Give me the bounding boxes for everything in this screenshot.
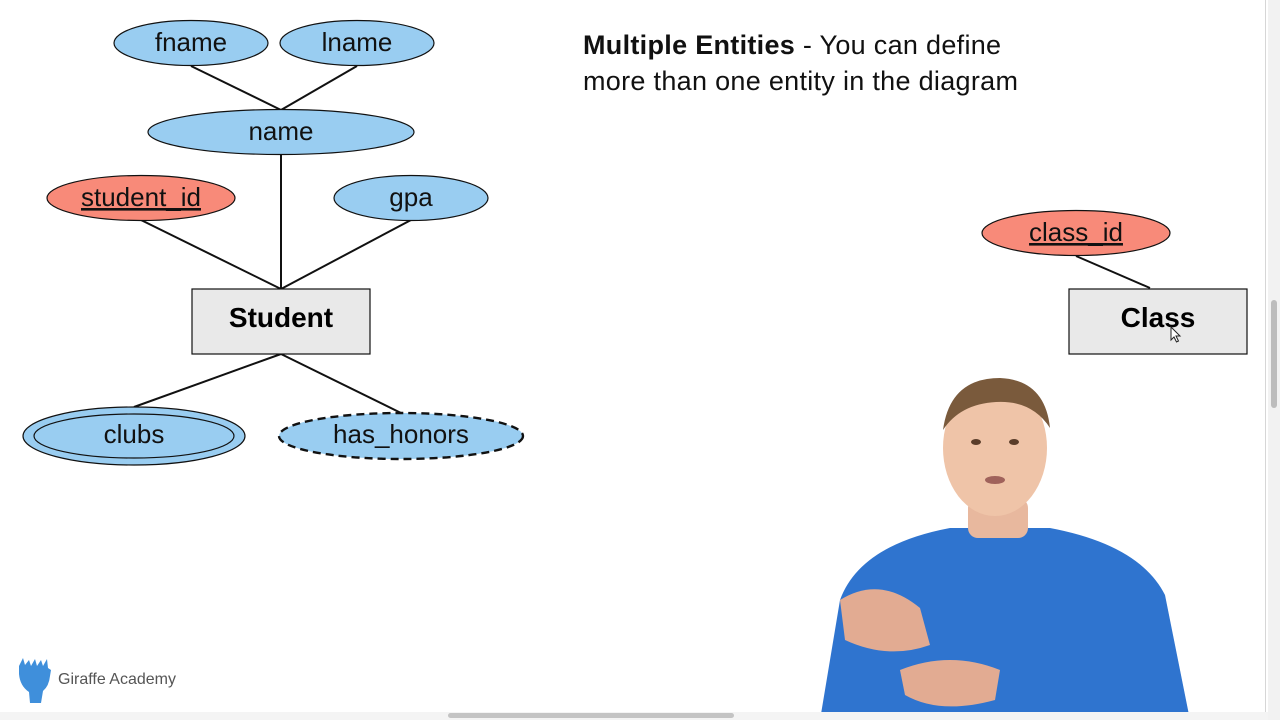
line-student-hashonors: [280, 353, 402, 414]
attribute-lname: lname: [279, 19, 435, 67]
line-classid-class: [1075, 255, 1151, 289]
vertical-scrollbar-thumb[interactable]: [1271, 300, 1277, 408]
attribute-has-honors: has_honors: [277, 411, 525, 461]
attribute-fname-label: fname: [155, 27, 227, 57]
entity-class-label: Class: [1121, 302, 1196, 333]
attribute-name-label: name: [248, 116, 313, 146]
attribute-fname: fname: [113, 19, 269, 67]
attribute-name: name: [147, 108, 415, 156]
brand-name: Giraffe Academy: [58, 671, 176, 688]
er-diagram: fname lname name student_id gpa Student …: [22, 19, 1248, 466]
line-lname-name: [280, 65, 358, 111]
relationship-lines: [133, 65, 1151, 414]
line-student-clubs: [133, 353, 282, 408]
attribute-clubs: clubs: [22, 406, 246, 466]
line-gpa-student: [280, 219, 412, 290]
line-fname-name: [190, 65, 282, 111]
page-edge-divider: [1265, 0, 1266, 720]
entity-student: Student: [191, 288, 371, 355]
giraffe-academy-logo: Giraffe Academy: [16, 656, 176, 704]
attribute-student-id: student_id: [46, 174, 236, 222]
attribute-has-honors-label: has_honors: [333, 419, 469, 449]
attribute-class-id: class_id: [981, 209, 1171, 257]
attribute-clubs-label: clubs: [104, 419, 165, 449]
line-studentid-student: [140, 219, 282, 290]
slide-heading: Multiple Entities: [583, 30, 796, 60]
mouse-pointer-icon: [1170, 325, 1182, 343]
attribute-gpa: gpa: [333, 174, 489, 222]
presenter-video: [800, 370, 1200, 720]
giraffe-logo-icon: [19, 658, 51, 703]
attribute-class-id-label: class_id: [1029, 217, 1123, 247]
entity-class: Class: [1068, 288, 1248, 355]
attribute-gpa-label: gpa: [389, 182, 433, 212]
horizontal-scrollbar-thumb[interactable]: [448, 713, 734, 718]
attribute-lname-label: lname: [322, 27, 393, 57]
attribute-student-id-label: student_id: [81, 182, 201, 212]
entity-student-label: Student: [229, 302, 333, 333]
slide-description: Multiple Entities - You can define more …: [583, 27, 1023, 99]
slide-text: - You can define more than one entity in…: [583, 30, 1019, 96]
